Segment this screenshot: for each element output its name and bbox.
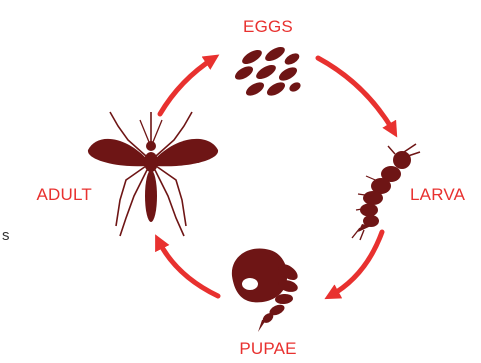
larva-label: LARVA	[410, 185, 466, 204]
arrow-eggs-to-larva	[318, 58, 394, 132]
stage-eggs: EGGS	[233, 17, 302, 98]
edge-glyph: s	[2, 227, 10, 244]
mosquito-icon	[88, 112, 218, 236]
pupa-icon	[232, 248, 301, 332]
eggs-label: EGGS	[243, 17, 293, 36]
eggs-icon	[233, 44, 302, 98]
pupae-label: PUPAE	[239, 339, 296, 358]
stage-pupae: PUPAE	[232, 248, 301, 358]
adult-label: ADULT	[37, 185, 92, 204]
arrow-adult-to-eggs	[160, 58, 214, 114]
stage-adult: ADULT	[37, 112, 219, 236]
arrow-pupae-to-adult	[158, 240, 218, 296]
arrow-larva-to-pupae	[330, 232, 382, 296]
stage-larva: LARVA	[352, 144, 466, 240]
